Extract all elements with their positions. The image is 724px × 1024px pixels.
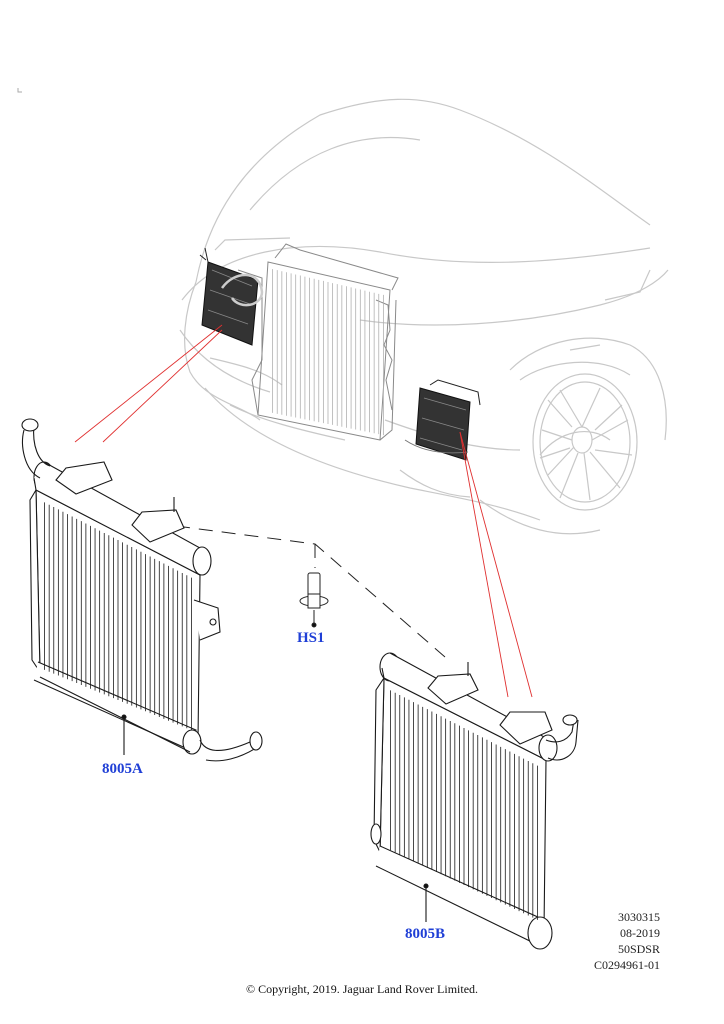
- callout-8005a[interactable]: 8005A: [102, 761, 143, 777]
- model-code: 50SDSR: [617, 942, 660, 956]
- copyright-notice: © Copyright, 2019. Jaguar Land Rover Lim…: [245, 982, 479, 996]
- cooler-8005a-fins: [44, 502, 192, 731]
- main-radiator-fins: [272, 269, 384, 436]
- corner-mark: [17, 88, 22, 93]
- illustration-id: C0294961-01: [594, 958, 660, 972]
- main-radiator: [237, 243, 399, 441]
- fastener-hs1: [299, 572, 329, 628]
- callout-hs1[interactable]: HS1: [297, 630, 325, 646]
- vehicle-front-outline: [179, 98, 669, 535]
- fastener-dash-lines: [175, 525, 446, 658]
- cooler-8005b-fins: [390, 690, 538, 920]
- front-wheel: [532, 373, 638, 511]
- drawing-number: 3030315: [618, 910, 660, 924]
- cooler-8005b: [370, 652, 579, 950]
- installed-cooler-right: [404, 379, 481, 461]
- installed-cooler-left: [199, 247, 264, 346]
- drawing-info-block: 3030315 08-2019 50SDSR C0294961-01: [594, 909, 660, 973]
- location-leader-lines: [74, 324, 533, 698]
- callout-8005b[interactable]: 8005B: [405, 926, 446, 942]
- drawing-date: 08-2019: [620, 926, 660, 940]
